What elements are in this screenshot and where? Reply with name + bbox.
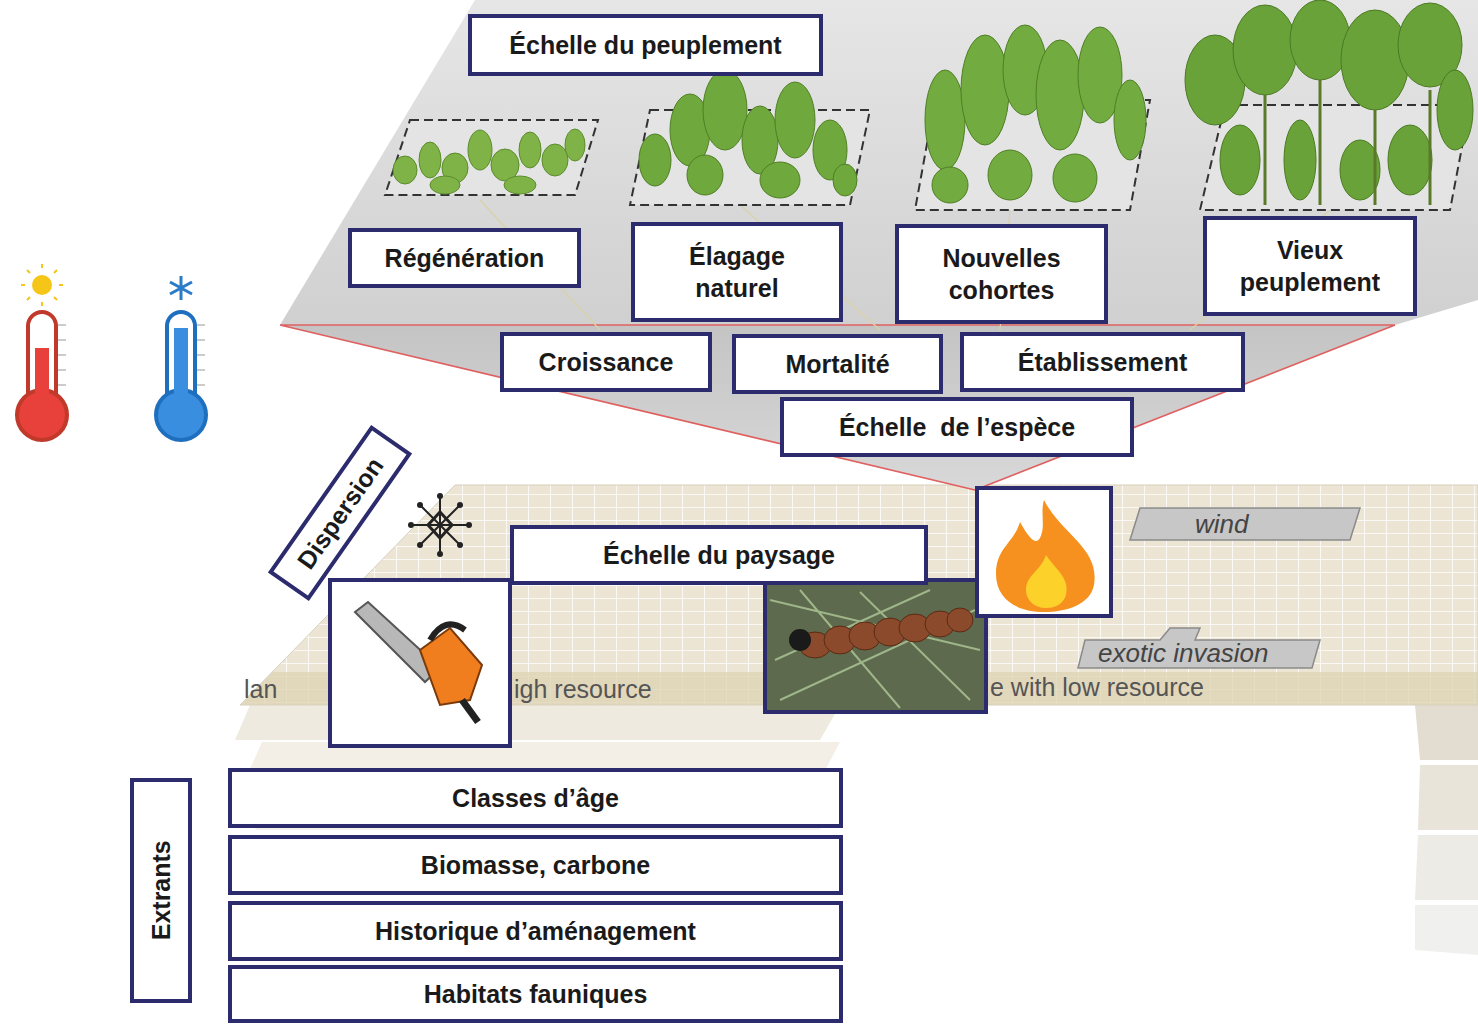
zoom-triangle bbox=[280, 325, 1395, 490]
process-box: Croissance bbox=[500, 332, 712, 392]
map-label: lan bbox=[244, 676, 277, 704]
box-label: Mortalité bbox=[785, 348, 889, 381]
box-label: Dispersion bbox=[290, 451, 391, 575]
stand-plot bbox=[385, 120, 598, 195]
box-label: Vieux peuplement bbox=[1223, 234, 1397, 299]
scale-box: Échelle du paysage bbox=[510, 525, 928, 585]
box-label: Élagage naturel bbox=[665, 240, 809, 305]
stage-box: Nouvelles cohortes bbox=[895, 224, 1108, 324]
layer bbox=[1415, 905, 1478, 955]
scale-box: Échelle de l’espèce bbox=[780, 397, 1134, 457]
box-label: Régénération bbox=[385, 242, 545, 275]
scale-box: Échelle du peuplement bbox=[468, 14, 823, 76]
stand-plot bbox=[915, 25, 1150, 210]
map-label: igh resource bbox=[514, 676, 652, 704]
layer bbox=[1418, 765, 1478, 830]
stand-plane bbox=[280, 0, 1478, 325]
process-box: Établissement bbox=[960, 332, 1245, 392]
map-label: exotic invasion bbox=[1098, 639, 1269, 668]
map-label: e with low resource bbox=[990, 674, 1204, 702]
process-box: Mortalité bbox=[732, 334, 943, 394]
layer bbox=[235, 705, 840, 740]
box-label: Échelle du peuplement bbox=[509, 29, 781, 62]
chainsaw-icon bbox=[330, 580, 510, 746]
box-label: Habitats fauniques bbox=[424, 978, 648, 1011]
fire-icon bbox=[977, 488, 1111, 616]
box-label: Échelle de l’espèce bbox=[839, 411, 1075, 444]
box-label: Croissance bbox=[539, 346, 674, 379]
box-label: Biomasse, carbone bbox=[421, 849, 650, 882]
layer bbox=[1415, 835, 1478, 900]
box-label: Historique d’aménagement bbox=[375, 915, 696, 948]
box-label: Nouvelles cohortes bbox=[923, 242, 1080, 307]
stand-plot bbox=[1185, 0, 1473, 210]
box-label: Établissement bbox=[1018, 346, 1188, 379]
stage-box: Élagage naturel bbox=[631, 222, 843, 322]
box-label: Extrants bbox=[145, 840, 178, 940]
stage-box: Vieux peuplement bbox=[1203, 216, 1417, 316]
invasion-plate bbox=[1078, 628, 1320, 668]
output-box: Habitats fauniques bbox=[228, 965, 843, 1023]
wind-plate bbox=[1130, 508, 1360, 540]
box-label: Échelle du paysage bbox=[603, 539, 835, 572]
layer bbox=[1415, 705, 1478, 760]
output-box: Biomasse, carbone bbox=[228, 835, 843, 895]
dispersion-symbol bbox=[408, 493, 472, 557]
cold-thermometer bbox=[156, 276, 206, 440]
caterpillar-photo bbox=[765, 580, 986, 712]
stage-box: Régénération bbox=[348, 228, 581, 288]
box-label: Classes d’âge bbox=[452, 782, 619, 815]
output-box: Historique d’aménagement bbox=[228, 901, 843, 961]
stand-plot bbox=[630, 70, 870, 205]
group-box: Extrants bbox=[130, 778, 192, 1003]
warm-thermometer bbox=[17, 264, 67, 440]
map-label: wind bbox=[1195, 510, 1248, 539]
output-box: Classes d’âge bbox=[228, 768, 843, 828]
